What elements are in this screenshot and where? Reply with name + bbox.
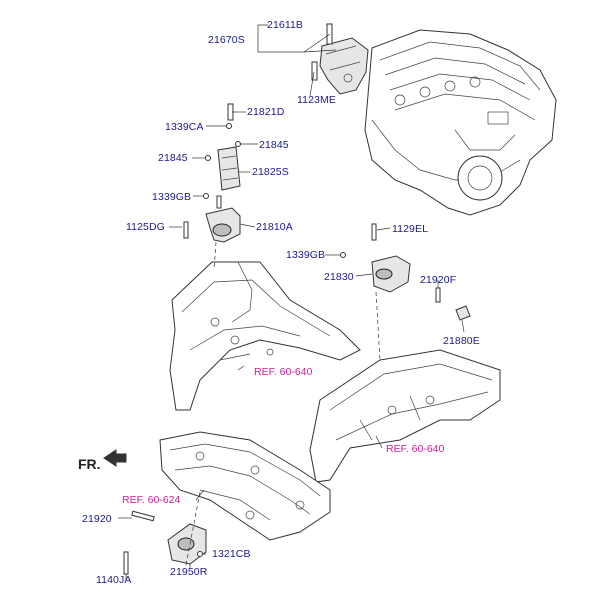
label-1321CB: 1321CB [212,548,251,560]
label-1140JA: 1140JA [96,574,132,586]
label-21845-right: 21845 [259,139,289,151]
label-1339GB-lower: 1339GB [286,249,326,261]
label-1339CA: 1339CA [165,121,204,133]
label-21920: 21920 [82,513,112,525]
label-21920F: 21920F [420,274,457,286]
front-direction-label: FR. [78,456,101,472]
label-1125DG: 1125DG [126,221,165,233]
label-21611B: 21611B [267,19,304,31]
left-frame-rail [169,261,361,411]
label-1123ME: 1123ME [297,94,336,106]
label-21825S: 21825S [252,166,289,178]
front-direction-arrow [103,449,127,467]
label-21670S: 21670S [208,34,245,46]
reference-60-640-left[interactable]: REF. 60-640 [254,366,313,378]
right-frame-rail [309,349,501,483]
label-21880E: 21880E [443,335,480,347]
label-1129EL: 1129EL [392,223,429,235]
label-1339GB-upper: 1339GB [152,191,192,203]
reference-60-624[interactable]: REF. 60-624 [122,494,181,506]
engine-block [364,29,557,216]
left-mount-parts [183,103,241,243]
reference-60-640-right[interactable]: REF. 60-640 [386,443,445,455]
subframe [159,431,331,541]
engine-bracket-21670S [311,23,369,95]
label-21950R: 21950R [170,566,208,578]
roll-mount-21950R [123,510,207,575]
label-21845-left: 21845 [158,152,188,164]
label-21830: 21830 [324,271,354,283]
right-mount-parts [340,223,471,321]
label-21821D: 21821D [247,106,285,118]
label-21810A: 21810A [256,221,293,233]
